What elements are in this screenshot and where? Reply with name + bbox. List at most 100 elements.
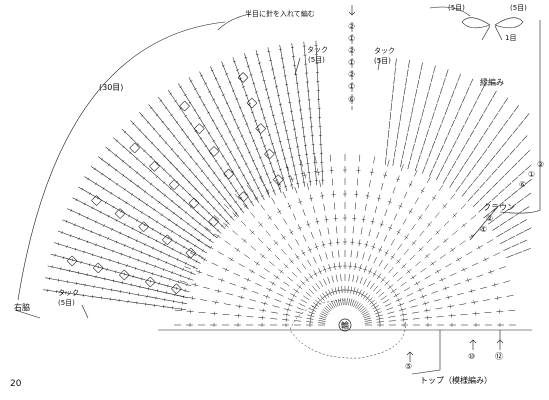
- brim-diamond: [237, 72, 244, 78]
- fan-stitch: [393, 293, 400, 298]
- brim-stitch-bar: [112, 279, 115, 283]
- brim-diamond: [255, 123, 261, 129]
- brim-stitch: [504, 195, 511, 202]
- fan-stitch: [371, 302, 378, 307]
- brim-diamond: [238, 196, 244, 202]
- brim-stitch: [495, 148, 502, 155]
- brim-stitch: [487, 141, 493, 149]
- fan-stitch: [404, 233, 409, 240]
- brim-stitch-bar: [75, 281, 77, 285]
- fan-stitch: [445, 263, 452, 268]
- brim-stitch-bar: [260, 108, 264, 110]
- brim-stitch: [411, 106, 414, 115]
- fan-stitch: [259, 309, 267, 312]
- fan-stitch: [358, 289, 362, 297]
- brim-stitch: [386, 138, 389, 147]
- brim-stitch-bar: [218, 86, 222, 88]
- brim-diamond: [92, 267, 99, 274]
- fan-stitch-bar: [364, 244, 369, 246]
- brim-stitch-bar: [210, 223, 213, 226]
- brim-stitch-bar: [170, 148, 174, 151]
- brim-stitch-bar: [188, 193, 191, 196]
- brim-stitch-bar: [268, 134, 272, 136]
- fan-stitch: [439, 277, 446, 282]
- fan-stitch: [279, 287, 287, 292]
- brim-stitch: [423, 137, 427, 146]
- brim-stitch-bar: [217, 147, 220, 150]
- brim-stitch-bar: [290, 184, 294, 186]
- brim-stitch-bar: [201, 205, 204, 209]
- top-row-num-10: ⑩: [468, 352, 476, 361]
- fan-stitch: [188, 297, 196, 299]
- brim-stitch-bar: [176, 155, 180, 158]
- fan-stitch: [297, 307, 304, 311]
- brim-stitch-bar: [233, 118, 236, 121]
- fan-stitch-bar: [259, 223, 263, 227]
- brim-stitch-bar: [220, 224, 224, 227]
- fan-stitch-bar: [425, 254, 429, 258]
- brim-stitch-bar: [175, 241, 178, 244]
- brim-stitch: [454, 82, 458, 90]
- brim-stitch-bar: [195, 162, 198, 166]
- brim-stitch-bar: [260, 137, 263, 139]
- brim-stitch-bar: [244, 163, 248, 165]
- brim-stitch-bar: [87, 177, 90, 181]
- fan-stitch: [449, 247, 456, 252]
- fan-stitch: [374, 206, 378, 214]
- brim-stitch-bar: [160, 275, 162, 278]
- brim-stitch: [517, 156, 524, 163]
- brim-stitch: [387, 129, 390, 138]
- brim-stitch: [515, 141, 522, 149]
- brim-stitch: [407, 161, 411, 170]
- brim-stitch: [416, 126, 420, 135]
- brim-stitch: [414, 135, 418, 143]
- brim-diamond: [208, 221, 214, 227]
- brim-stitch-bar: [164, 298, 166, 302]
- brim-stitch-bar: [236, 69, 239, 71]
- fan-stitch: [260, 204, 265, 211]
- tuck-five-bottom: (5目): [58, 299, 75, 307]
- fan-stitch-bar: [377, 275, 381, 278]
- brim-stitch: [464, 116, 469, 124]
- brim-diamond: [243, 196, 249, 202]
- tuck-leader-bottom: [81, 304, 89, 319]
- fan-stitch-bar: [306, 223, 311, 226]
- fan-stitch: [439, 254, 446, 259]
- brim-diamond: [193, 197, 200, 204]
- fan-stitch: [249, 229, 255, 235]
- fan-stitch-bar: [365, 195, 370, 197]
- brim-stitch: [484, 162, 490, 169]
- brim-stitch: [426, 91, 429, 100]
- brim-stitch-bar: [225, 73, 228, 75]
- fan-stitch-bar: [394, 293, 398, 298]
- fan-stitch-bar: [412, 241, 416, 245]
- brim-stitch-bar: [130, 193, 134, 196]
- brim-stitch-bar: [115, 154, 118, 157]
- brim-stitch: [389, 112, 392, 121]
- fan-stitch: [354, 262, 357, 270]
- fan-stitch: [174, 309, 182, 311]
- brim-stitch-bar: [138, 198, 141, 201]
- brim-diamond: [246, 97, 253, 104]
- fan-stitch: [331, 288, 335, 295]
- brim-stitch-bar: [175, 286, 178, 290]
- brim-stitch: [461, 190, 468, 197]
- border-label: 縁編み: [480, 78, 504, 87]
- brim-stitch: [440, 144, 444, 153]
- brim-stitch: [448, 148, 453, 157]
- arrow-row5: [406, 351, 414, 362]
- brim-stitch-bar: [168, 254, 171, 258]
- brim-stitch-bar: [216, 106, 220, 109]
- brim-diamond: [91, 200, 97, 206]
- brim-stitch-bar: [162, 181, 166, 184]
- brim-stitch-bar: [167, 284, 169, 288]
- fan-stitch: [354, 202, 356, 210]
- fan-stitch: [459, 303, 467, 306]
- fan-stitch: [420, 294, 427, 298]
- brim-stitch-bar: [232, 90, 235, 92]
- fan-stitch-bar: [290, 178, 294, 181]
- fan-stitch: [499, 266, 506, 270]
- brim-stitch-bar: [129, 179, 132, 183]
- brim-stitch-bar: [238, 106, 242, 109]
- brim-diamond: [260, 128, 266, 134]
